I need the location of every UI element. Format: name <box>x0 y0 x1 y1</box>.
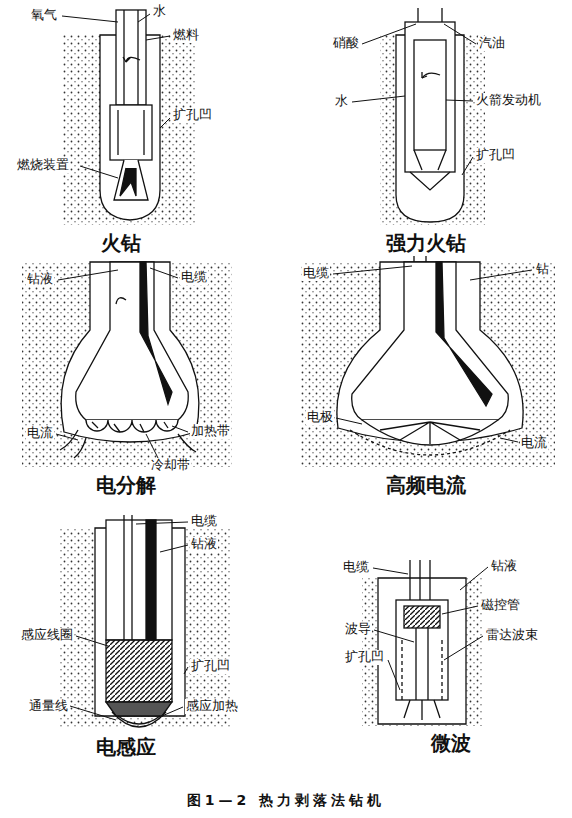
part-label: 扩孔凹 <box>190 659 231 674</box>
part-label: 扩孔凹 <box>172 108 213 123</box>
part-label: 磁控管 <box>480 598 521 613</box>
figure-caption: 图1—2 热力剥落法钻机 <box>186 792 386 808</box>
part-label: 电极 <box>306 410 334 425</box>
part-label: 钻 <box>535 262 550 277</box>
part-label: 电缆 <box>342 560 370 575</box>
part-label: 电流 <box>26 426 54 441</box>
figure-title: 高频电流 <box>385 474 467 497</box>
part-label: 冷却带 <box>150 458 191 473</box>
part-label: 电缆 <box>302 266 330 281</box>
figure-title: 火钻 <box>100 232 142 255</box>
part-label: 钻液 <box>490 559 518 574</box>
part-label: 扩孔凹 <box>344 650 385 665</box>
part-label: 扩孔凹 <box>475 148 516 163</box>
figure-title: 电感应 <box>95 736 157 759</box>
part-label: 钻液 <box>26 272 54 287</box>
part-label: 电流 <box>520 436 548 451</box>
part-label: 燃烧装置 <box>16 158 70 173</box>
part-label: 火箭发动机 <box>475 93 542 108</box>
part-label: 硝酸 <box>332 36 360 51</box>
part-label: 电缆 <box>180 270 208 285</box>
part-label: 通量线 <box>28 699 69 714</box>
part-label: 水 <box>152 4 167 19</box>
part-label: 燃料 <box>172 28 200 43</box>
part-label: 汽油 <box>478 36 506 51</box>
part-label: 钻液 <box>190 537 218 552</box>
part-label: 氧气 <box>30 8 58 23</box>
figure-title: 强力火钻 <box>385 232 467 255</box>
part-label: 感应加热 <box>185 699 239 714</box>
part-label: 水 <box>334 94 349 109</box>
part-label: 感应线圈 <box>20 628 74 643</box>
part-label: 电缆 <box>190 514 218 529</box>
part-label: 雷达波束 <box>485 628 539 643</box>
part-label: 加热带 <box>190 424 231 439</box>
figure-title: 电分解 <box>95 474 157 497</box>
figure-title: 微波 <box>430 732 472 755</box>
part-label: 波导 <box>344 622 372 637</box>
